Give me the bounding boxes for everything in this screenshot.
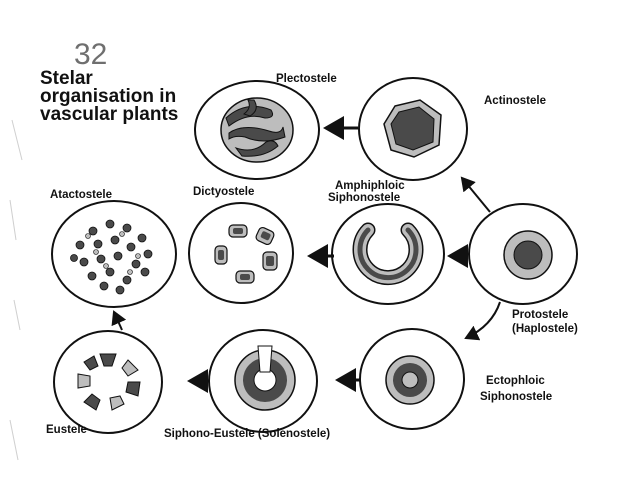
amphiphloic-siphonostele-diagram	[331, 203, 445, 305]
label-solenostele: Siphono-Eustele (Solenostele)	[164, 428, 331, 440]
flow-arrows	[111, 116, 501, 393]
title-line: vascular plants	[40, 104, 179, 125]
label-dictyostele: Dictyostele	[193, 186, 255, 198]
label-ectophloic-2: Siphonostele	[480, 391, 553, 403]
ectophloic-siphonostele-diagram	[359, 328, 465, 430]
eustele-diagram	[53, 330, 163, 434]
title-line: Stelar	[40, 68, 93, 89]
protostele-diagram	[468, 203, 578, 305]
label-protostele-2: (Haplostele)	[512, 323, 578, 335]
label-ectophloic-1: Ectophloic	[486, 375, 545, 387]
label-actinostele: Actinostele	[484, 95, 546, 107]
label-amphiphloic-2: Siphonostele	[328, 192, 401, 204]
plectostele-diagram	[194, 80, 320, 180]
label-eustele: Eustele	[46, 424, 87, 436]
actinostele-diagram	[358, 77, 468, 181]
label-protostele-1: Protostele	[512, 309, 569, 321]
solenostele-diagram	[208, 329, 318, 433]
dictyostele-diagram	[188, 202, 294, 304]
label-amphiphloic-1: Amphiphloic	[335, 180, 405, 192]
slide-number: 32	[74, 38, 108, 71]
label-plectostele: Plectostele	[276, 73, 337, 85]
decorative-strokes	[9, 119, 23, 461]
label-atactostele: Atactostele	[50, 189, 112, 201]
atactostele-diagram	[51, 200, 177, 308]
title-line: organisation in	[40, 86, 177, 107]
slide-title: Stelar organisation in vascular plants	[40, 68, 215, 125]
